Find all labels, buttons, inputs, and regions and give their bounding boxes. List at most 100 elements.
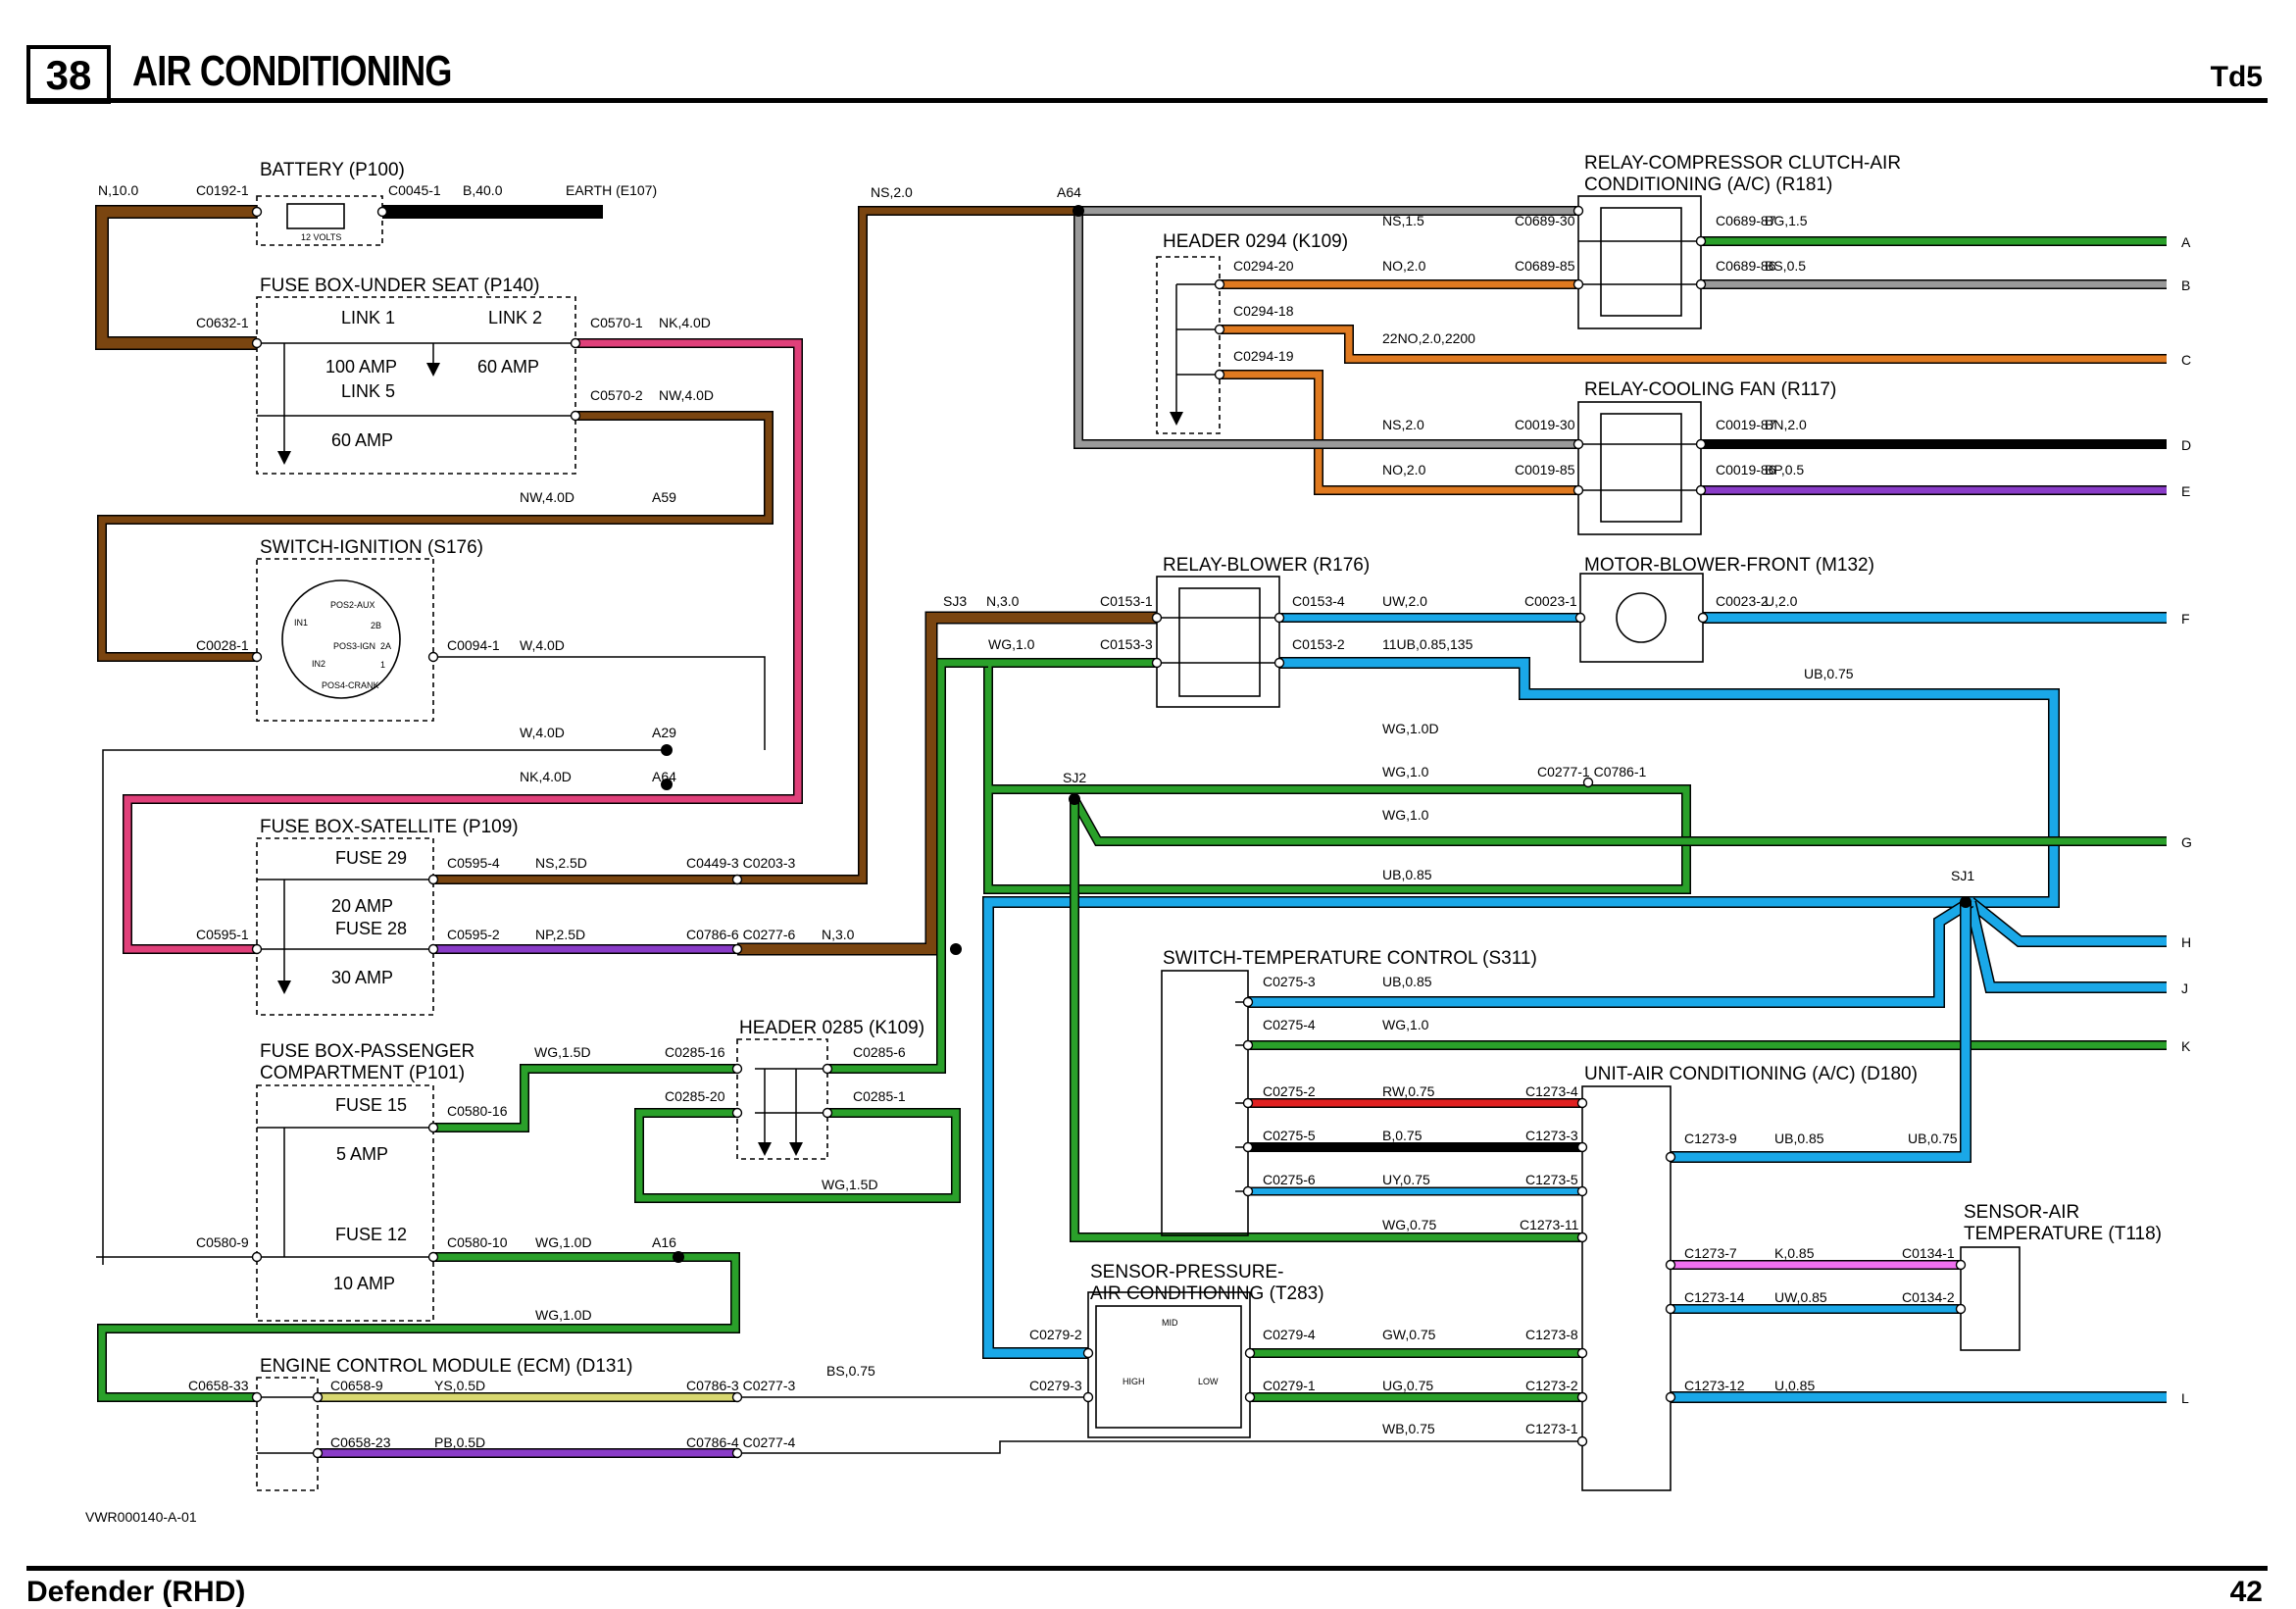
connector-37	[1273, 612, 1285, 624]
wire-h	[1968, 898, 2167, 946]
header-0285-box	[736, 1038, 828, 1160]
wire-label-44: C0786-4 C0277-4	[686, 1434, 796, 1450]
wire-wb	[737, 1440, 1582, 1454]
wire-label-61: C0019-87	[1716, 417, 1776, 432]
edge-marker-k: K	[2181, 1038, 2191, 1054]
fusebox-seat-box	[256, 296, 576, 475]
fusebox-pass-title-1: FUSE BOX-PASSENGER	[260, 1041, 474, 1062]
temp-pins	[1235, 1001, 1248, 1192]
wire-wg-1-5d-b	[827, 659, 988, 1073]
connector-21	[731, 1107, 743, 1119]
junction-5	[950, 943, 962, 955]
wire-label-50: BG,1.5	[1765, 213, 1808, 228]
volts-label: 12 VOLTS	[301, 232, 341, 242]
wire-label-87: C0275-3	[1263, 974, 1316, 989]
battery-box	[256, 195, 383, 246]
fuse-seat-bus	[257, 342, 575, 451]
wire-label-18: A64	[652, 769, 676, 784]
wire-label-4: EARTH (E107)	[566, 182, 657, 198]
header-0294-box	[1156, 256, 1221, 434]
ign-in2: IN2	[312, 659, 325, 669]
wire-label-94: RW,0.75	[1382, 1083, 1435, 1099]
wire-label-96: C1273-9	[1684, 1131, 1737, 1146]
junction-6	[673, 1251, 684, 1263]
connector-3	[570, 337, 581, 349]
ign-pos4: POS4-CRANK	[322, 680, 379, 690]
wire-label-56: C0294-18	[1233, 303, 1294, 319]
connector-41	[1242, 996, 1254, 1008]
wire-ub-unit	[1671, 902, 1971, 1162]
relay-comp-title-2: CONDITIONING (A/C) (R181)	[1584, 175, 1832, 195]
wire-label-65: C0019-86	[1716, 462, 1776, 478]
connector-17	[312, 1447, 324, 1459]
junction-3	[1069, 793, 1080, 805]
wire-label-76: C0153-3	[1100, 636, 1153, 652]
wire-22no	[1220, 326, 2167, 363]
connector-58	[1082, 1391, 1094, 1403]
wire-label-85: UB,0.85	[1382, 867, 1432, 882]
fusebox-sat-box	[256, 837, 434, 1016]
connector-14	[427, 1251, 439, 1263]
wire-label-7: NK,4.0D	[659, 315, 711, 330]
edge-marker-l: L	[2181, 1390, 2189, 1406]
wire-label-68: N,3.0	[986, 593, 1020, 609]
wire-label-36: WG,1.0D	[535, 1307, 592, 1323]
edge-marker-g: G	[2181, 834, 2192, 850]
wire-label-62: BN,2.0	[1765, 417, 1807, 432]
wire-label-6: C0570-1	[590, 315, 643, 330]
switch-temp-box	[1161, 970, 1249, 1236]
wire-wg-1-relay	[984, 659, 1690, 893]
wire-label-73: C0023-2	[1716, 593, 1769, 609]
motor-blower-title: MOTOR-BLOWER-FRONT (M132)	[1584, 555, 1874, 576]
edge-marker-h: H	[2181, 934, 2191, 950]
wire-label-10: NW,4.0D	[520, 489, 574, 505]
connector-59	[1244, 1347, 1256, 1359]
wire-label-63: NO,2.0	[1382, 462, 1426, 478]
wire-label-90: WG,1.0	[1382, 1017, 1429, 1032]
wire-label-53: C0689-85	[1515, 258, 1575, 274]
connector-47	[1576, 1141, 1588, 1153]
wire-label-43: PB,0.5D	[434, 1434, 485, 1450]
connector-46	[1576, 1097, 1588, 1109]
wire-label-38: C0658-9	[330, 1378, 383, 1393]
wire-label-106: C1273-11	[1520, 1217, 1579, 1232]
edge-marker-a: A	[2181, 234, 2191, 250]
wire-label-22: C0595-1	[196, 927, 249, 942]
link5-label: LINK 5	[341, 381, 395, 401]
connector-31	[1572, 438, 1584, 450]
junctions-layer	[251, 205, 1972, 1459]
relay-comp-box	[1577, 195, 1702, 329]
sensor-pressure-title-1: SENSOR-PRESSURE-	[1090, 1262, 1283, 1282]
wire-label-123: WB,0.75	[1382, 1421, 1435, 1436]
connector-0	[251, 206, 263, 218]
wire-label-75: WG,1.0	[988, 636, 1035, 652]
fuse28-label: FUSE 28	[335, 919, 407, 938]
wire-label-28: C0285-16	[665, 1044, 725, 1060]
wire-label-95: C1273-4	[1525, 1083, 1578, 1099]
header-0294-bus	[1175, 283, 1220, 412]
connector-50	[1576, 1347, 1588, 1359]
connector-25	[1214, 324, 1225, 335]
connector-40	[1697, 612, 1709, 624]
motor-symbol	[1616, 592, 1667, 643]
wire-label-91: C0285-6	[853, 1044, 906, 1060]
wire-label-17: NK,4.0D	[520, 769, 572, 784]
footer-model: Defender (RHD)	[26, 1576, 246, 1608]
connector-36	[1151, 657, 1163, 669]
motor-blower-box	[1579, 573, 1704, 663]
connector-4	[570, 410, 581, 422]
wire-label-8: C0570-2	[590, 387, 643, 403]
relay-blower-lines	[1157, 617, 1279, 664]
page-title: AIR CONDITIONING	[132, 47, 452, 95]
wire-label-34: WG,1.0D	[535, 1234, 592, 1250]
ign-2a: 2A	[380, 641, 391, 651]
wire-wg-1-5d-c-outline	[634, 1108, 961, 1203]
connector-35	[1151, 612, 1163, 624]
drawing-ref: VWR000140-A-01	[85, 1509, 197, 1525]
header-0285-bus	[755, 1068, 827, 1142]
wire-no-2-b	[1220, 371, 1578, 494]
connector-5	[251, 651, 263, 663]
wire-wg-1-5d-b-outline	[827, 658, 988, 1074]
connector-8	[427, 874, 439, 885]
